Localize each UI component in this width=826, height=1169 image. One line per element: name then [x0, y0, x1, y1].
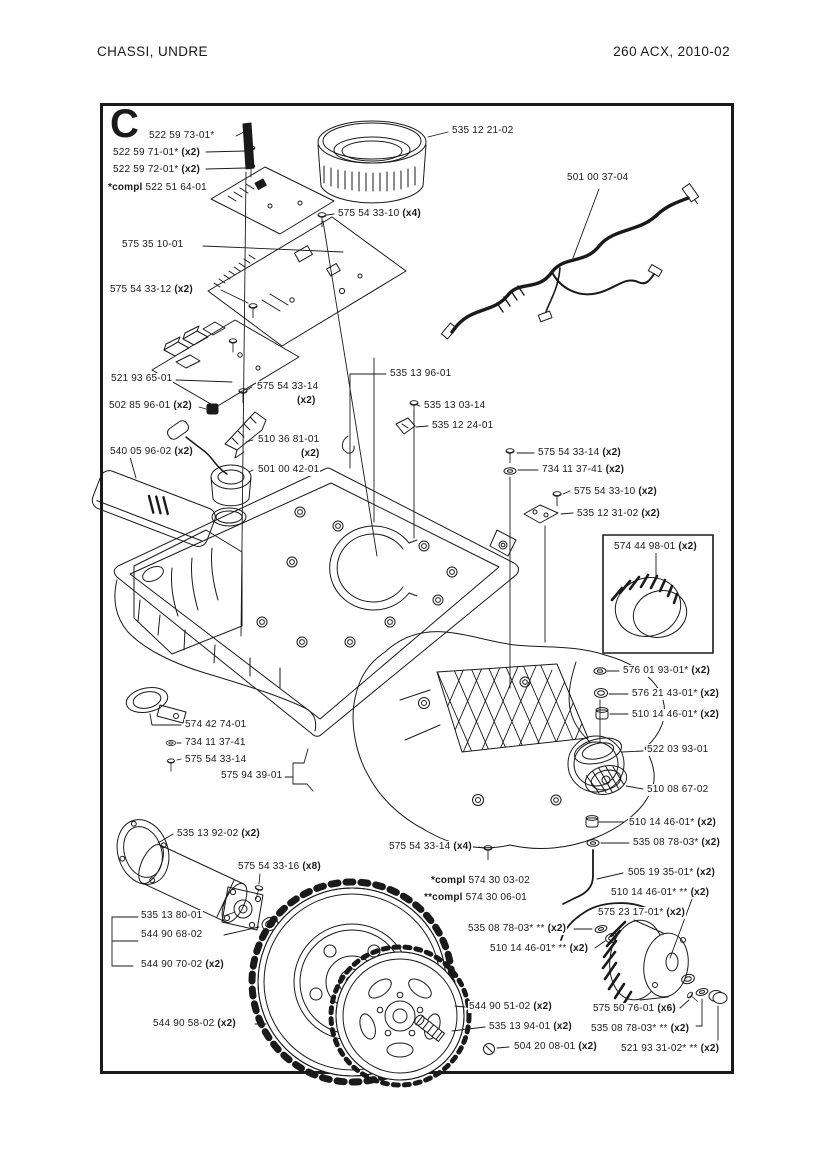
- caster-assembly-drawing: [568, 661, 628, 796]
- pcb-assembly-drawing: [207, 122, 407, 347]
- leader-lines: [111, 130, 719, 1049]
- chassis-bosses: [256, 506, 458, 648]
- wheel-bolt-drawing: [414, 1014, 495, 1055]
- drum-housing-drawing: [317, 120, 427, 204]
- clip-parts-drawing: [341, 417, 559, 524]
- small-pcb-drawing: [151, 319, 300, 408]
- upper-chassis-drawing: [113, 467, 520, 737]
- rear-roller-drawing: [601, 919, 728, 1007]
- wiring-harness-drawing: [440, 183, 700, 340]
- fastener-stack-right: [560, 667, 647, 945]
- section-letter: C: [110, 102, 139, 146]
- lower-chassis-drawing: [352, 631, 665, 849]
- battery-drawing: [91, 470, 216, 547]
- wheel-motor-drawing: [116, 819, 279, 932]
- document-reference: 260 ACX, 2010-02: [613, 44, 730, 59]
- document-title: CHASSI, UNDRE: [97, 44, 208, 59]
- sensor-cluster-drawing: [167, 403, 267, 527]
- inset-box: [602, 534, 714, 654]
- hubcap-wheel-drawing: [328, 944, 472, 1088]
